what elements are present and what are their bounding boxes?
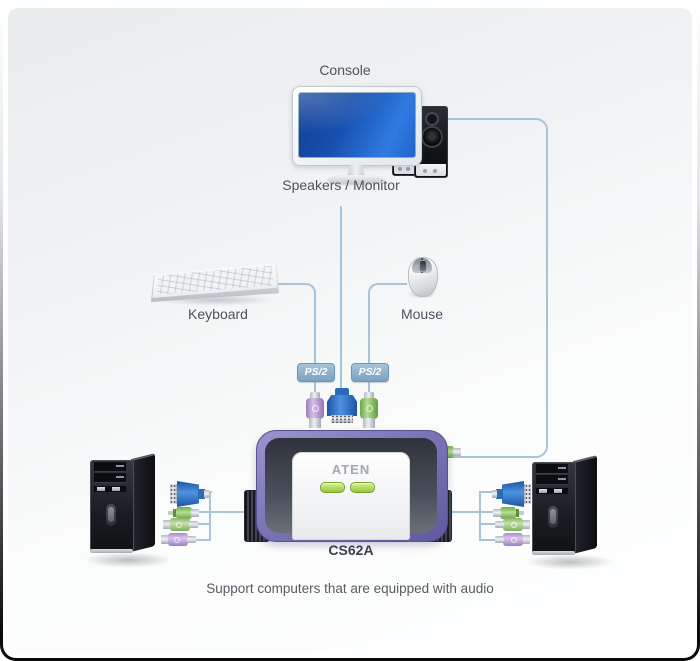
computer-tower-left-icon — [82, 453, 174, 568]
kvm-switch: ATEN — [244, 430, 452, 542]
cable-mouse-stub — [368, 379, 370, 394]
keyboard-label: Keyboard — [188, 306, 248, 322]
led-port1-indicator — [320, 482, 345, 493]
cable-audio-speakers — [440, 118, 548, 458]
ps2-green-connector-left-icon — [163, 518, 199, 531]
cable-left-main — [196, 511, 254, 513]
cable-right-branch — [479, 492, 481, 541]
cable-keyboard-stub — [314, 379, 316, 394]
cable-left-branch — [209, 492, 211, 541]
ps2-badge-keyboard: PS/2 — [297, 363, 335, 382]
ps2-keyboard-connector-icon — [306, 392, 324, 428]
diagram-content: Console Speakers / Monitor — [3, 3, 697, 658]
cable-mouse — [368, 283, 407, 366]
mouse-label: Mouse — [400, 306, 444, 322]
cable-right-ps2purple-stub — [479, 539, 497, 541]
vga-connector-left-icon — [170, 481, 209, 507]
monitor-icon — [292, 86, 422, 184]
vga-monitor-connector-icon — [327, 388, 357, 424]
diagram-canvas: Console Speakers / Monitor — [3, 3, 697, 658]
cable-right-vga-stub — [479, 491, 493, 493]
ps2-purple-connector-left-icon — [161, 533, 197, 546]
computer-tower-right-icon — [524, 455, 616, 570]
vga-connector-right-icon — [492, 481, 531, 507]
audio-connector-left-icon — [168, 507, 200, 519]
diagram-caption: Support computers that are equipped with… — [206, 581, 494, 596]
cable-left-ps2purple-stub — [194, 539, 211, 541]
cable-left-ps2green-stub — [194, 523, 211, 525]
ps2-mouse-connector-icon — [360, 392, 378, 428]
console-label: Console — [319, 62, 371, 78]
led-port2-indicator — [350, 482, 375, 493]
cable-right-main — [436, 511, 496, 513]
ps2-green-connector-right-icon — [494, 518, 530, 531]
ps2-badge-mouse: PS/2 — [351, 363, 389, 382]
brand-logo: ATEN — [331, 462, 371, 477]
cable-right-ps2green-stub — [479, 523, 497, 525]
cable-keyboard — [272, 283, 316, 366]
ps2-purple-connector-right-icon — [494, 533, 530, 546]
cable-monitor — [340, 206, 342, 392]
mouse-icon — [406, 257, 440, 303]
model-label: CS62A — [328, 542, 374, 558]
speakers-monitor-label: Speakers / Monitor — [282, 177, 400, 193]
keyboard-icon — [150, 254, 282, 308]
